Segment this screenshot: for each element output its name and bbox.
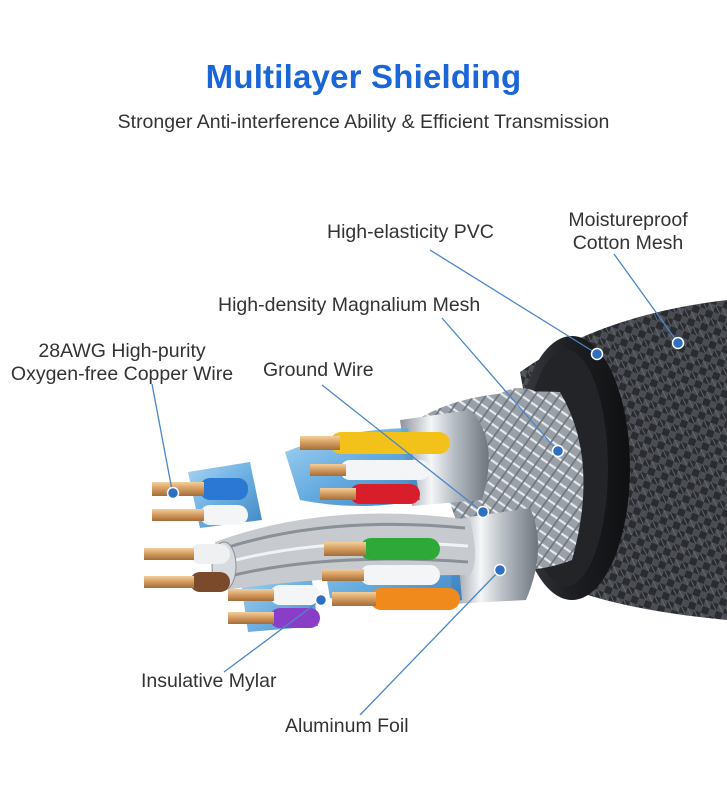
callout-markers [166,336,685,607]
wire-yellow [300,432,450,454]
wire-orange [332,588,460,610]
leader-copper [151,383,173,491]
label-copper-line1: 28AWG High-purity [38,340,206,362]
callout-lines [151,249,677,716]
label-pvc: High-elasticity PVC [327,221,494,243]
leader-foil [359,571,499,716]
label-cotton-line2: Cotton Mesh [572,232,684,254]
wire-white-bottom [228,585,320,605]
label-mylar: Insulative Mylar [141,670,277,692]
wire-brown [144,572,230,592]
label-magnalium: High-density Magnalium Mesh [218,294,481,316]
page-subtitle: Stronger Anti-interference Ability & Eff… [117,111,610,133]
wire-white-blue [310,460,430,480]
marker-mylar [314,593,328,607]
label-copper-line2: Oxygen-free Copper Wire [10,363,234,385]
marker-cotton [671,336,685,350]
marker-foil [493,563,507,577]
wire-blue [152,478,248,500]
wire-white-ground-left [144,544,230,564]
leader-mylar [223,601,319,673]
wire-white-lower [322,565,440,585]
marker-copper [166,486,180,500]
label-aluminum-foil: Aluminum Foil [285,715,409,737]
wire-white-left [152,505,248,525]
label-ground-wire: Ground Wire [263,359,374,381]
leader-ground [321,384,481,511]
wire-purple [228,608,320,628]
marker-ground [476,505,490,519]
leader-pvc [429,249,595,353]
marker-pvc [590,347,604,361]
leader-cotton [613,253,677,341]
page-title: Multilayer Shielding [205,58,522,95]
label-cotton-line1: Moistureproof [568,209,688,231]
leader-magnalium [441,317,556,449]
label-cotton-mesh: Moistureproof Cotton Mesh [538,209,718,255]
marker-magnalium [551,444,565,458]
wire-green [324,538,440,560]
wire-red [320,484,420,504]
label-copper-wire: 28AWG High-purity Oxygen-free Copper Wir… [0,340,244,386]
